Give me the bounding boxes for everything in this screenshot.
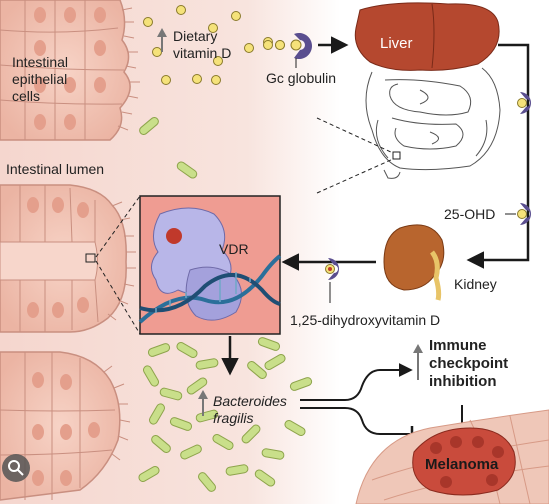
kidney bbox=[383, 224, 445, 301]
kidney-label: Kidney bbox=[454, 276, 497, 292]
intestines-outline bbox=[365, 67, 501, 179]
immune-checkpoint-inhibition-label: Immune checkpoint inhibition bbox=[429, 337, 509, 390]
inhibition-arrow-to-melanoma bbox=[300, 407, 410, 435]
zoom-icon bbox=[85, 253, 96, 263]
dihydroxyvitamin-d-label: 1,25-dihydroxyvitamin D bbox=[290, 312, 441, 328]
liver-kidney-arrow bbox=[466, 43, 530, 269]
bacteroides-fragilis-cluster bbox=[138, 117, 313, 492]
liver-label: Liver bbox=[380, 35, 413, 52]
bacteroides-fragilis-label: Bacteroides fragilis bbox=[213, 393, 287, 426]
calcitriol-molecule bbox=[166, 228, 182, 244]
gc-globulin-top bbox=[263, 33, 312, 68]
dietary-vitamin-d-label: Dietary vitamin D bbox=[173, 28, 232, 61]
liver bbox=[354, 2, 500, 71]
epithelium-bottom bbox=[0, 351, 131, 501]
gc-globulin-calcitriol bbox=[325, 258, 339, 303]
ohd-label: 25-OHD bbox=[444, 206, 496, 222]
lens-icon[interactable] bbox=[2, 454, 30, 482]
epithelium-top bbox=[0, 0, 140, 141]
vdr-inset bbox=[138, 195, 282, 335]
vdr-label: VDR bbox=[219, 241, 249, 257]
gc-globulin-25ohd-2 bbox=[505, 203, 531, 225]
arrow-to-immune-checkpoint bbox=[300, 363, 413, 401]
intestinal-epithelial-cells-label: Intestinal epithelial cells bbox=[12, 54, 69, 104]
epithelium-middle bbox=[0, 184, 136, 333]
gc-globulin-label: Gc globulin bbox=[266, 70, 337, 86]
gc-globulin-25ohd-1 bbox=[517, 92, 531, 114]
melanoma-tissue bbox=[355, 409, 549, 504]
melanoma-label: Melanoma bbox=[425, 456, 499, 473]
intestinal-lumen-label: Intestinal lumen bbox=[6, 161, 105, 177]
zoom-icon bbox=[392, 151, 401, 160]
